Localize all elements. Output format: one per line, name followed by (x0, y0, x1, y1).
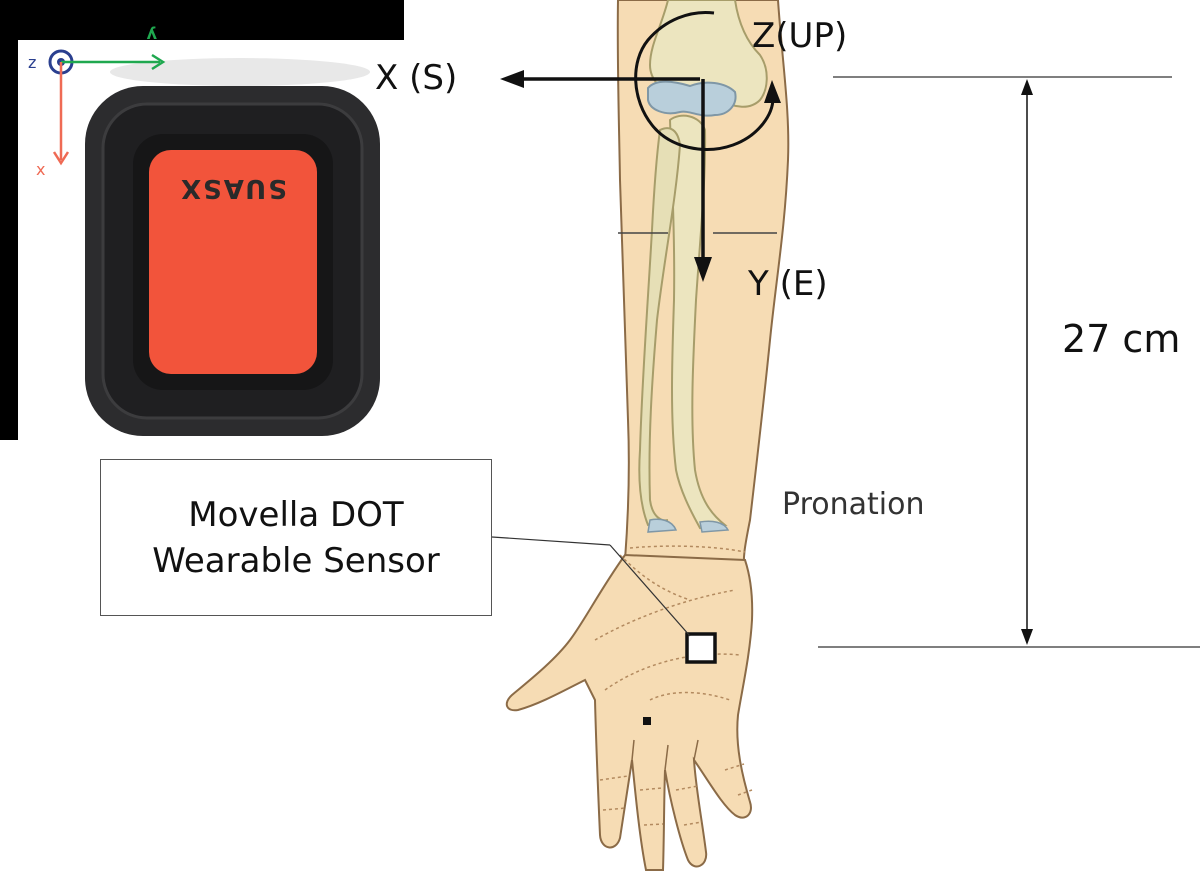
x-axis-arrowhead (500, 70, 524, 88)
forearm-illustration (507, 0, 789, 870)
length-measurement (818, 77, 1200, 647)
device-z-label: z (28, 53, 36, 72)
callout-connector (492, 537, 610, 545)
sensor-marker (687, 634, 715, 662)
inset-frame-left (0, 0, 18, 440)
motion-label: Pronation (782, 487, 924, 522)
sensor-callout-line2: Wearable Sensor (152, 538, 440, 584)
device-inset: SUASX z y x (0, 0, 404, 440)
device-brand-text: SUASX (179, 173, 287, 203)
length-label: 27 cm (1062, 317, 1180, 361)
measure-arrow-bottom (1021, 629, 1033, 645)
inset-frame-top (0, 0, 404, 40)
device-x-label: x (36, 160, 45, 179)
sensor-callout-line1: Movella DOT (188, 492, 403, 538)
y-axis-label: Y (E) (748, 264, 828, 304)
measure-arrow-top (1021, 79, 1033, 95)
x-axis-label: X (S) (375, 58, 457, 98)
device-y-label: y (146, 26, 157, 45)
sensor-callout-box: Movella DOT Wearable Sensor (100, 459, 492, 616)
sensor-dot (643, 717, 651, 725)
elbow-cartilage (648, 82, 736, 116)
z-axis-label: Z(UP) (752, 16, 847, 56)
hand-skin (507, 555, 752, 870)
